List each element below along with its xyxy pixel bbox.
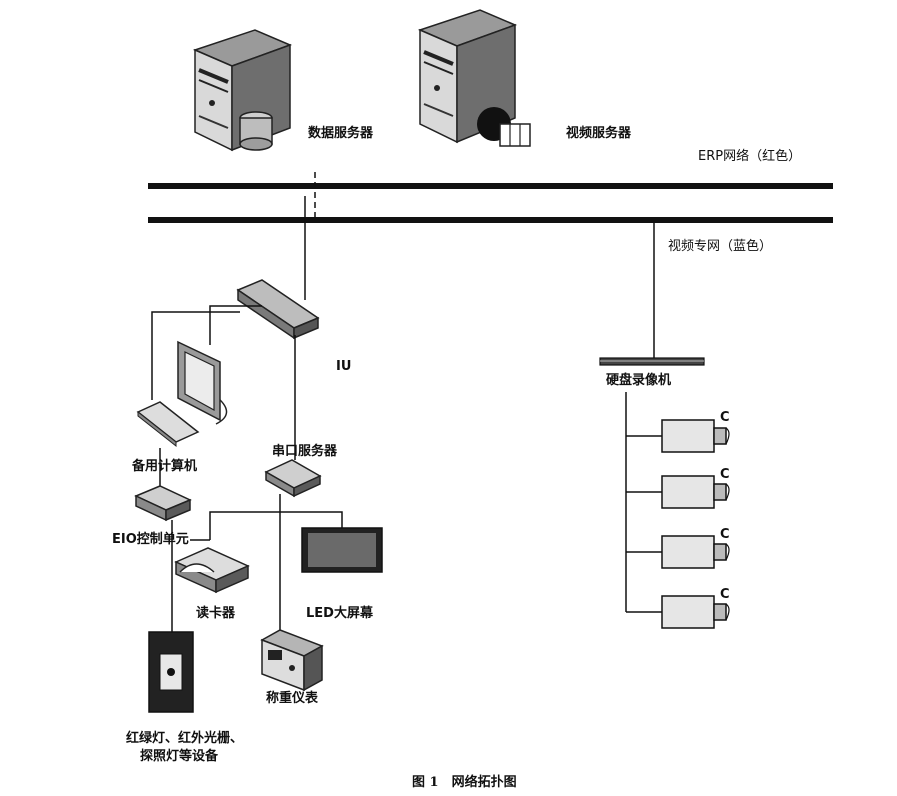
camera-icon bbox=[661, 475, 730, 509]
camera-icon bbox=[661, 535, 730, 569]
eio-control-unit-label: EIO控制单元 bbox=[112, 531, 189, 547]
weighing-meter-label: 称重仪表 bbox=[266, 690, 319, 706]
backup-computer-label: 备用计算机 bbox=[131, 458, 197, 474]
camera-1-label: C bbox=[720, 410, 730, 425]
figure-caption: 图 1 网络拓扑图 bbox=[412, 774, 517, 790]
data-server-label: 数据服务器 bbox=[308, 125, 374, 141]
camera-4-label: C bbox=[720, 587, 730, 602]
camera-2-label: C bbox=[720, 467, 730, 482]
erp-network-label: ERP网络（红色） bbox=[698, 148, 801, 164]
signal-devices-label-line1: 红绿灯、红外光栅、 bbox=[126, 730, 243, 746]
iu-label: IU bbox=[336, 359, 351, 374]
video-server-label: 视频服务器 bbox=[566, 125, 632, 141]
camera-icon bbox=[661, 595, 730, 629]
eio-control-unit-icon bbox=[134, 485, 192, 522]
weighing-meter-icon bbox=[260, 629, 324, 692]
led-screen-label: LED大屏幕 bbox=[306, 605, 374, 621]
iu-switch-icon bbox=[236, 279, 320, 340]
nvr-icon bbox=[599, 357, 705, 366]
serial-server-icon bbox=[264, 459, 322, 498]
signal-devices-icon bbox=[148, 631, 194, 713]
video-network-label: 视频专网（蓝色） bbox=[668, 238, 772, 254]
serial-server-label: 串口服务器 bbox=[272, 443, 338, 459]
serial-to-card-reader-cable bbox=[209, 511, 280, 540]
camera-icon bbox=[661, 419, 730, 453]
signal-devices-label-line2: 探照灯等设备 bbox=[140, 748, 219, 764]
card-reader-icon bbox=[174, 547, 250, 594]
nvr-label: 硬盘录像机 bbox=[606, 372, 671, 388]
data-server-icon bbox=[192, 29, 293, 152]
video-server-icon bbox=[417, 9, 531, 147]
camera-3-label: C bbox=[720, 527, 730, 542]
led-screen-icon bbox=[301, 527, 383, 573]
iu-to-monitor-cable bbox=[209, 305, 262, 345]
serial-to-led-cable bbox=[280, 511, 343, 528]
card-reader-label: 读卡器 bbox=[196, 605, 236, 621]
backup-computer-icon bbox=[136, 340, 228, 448]
